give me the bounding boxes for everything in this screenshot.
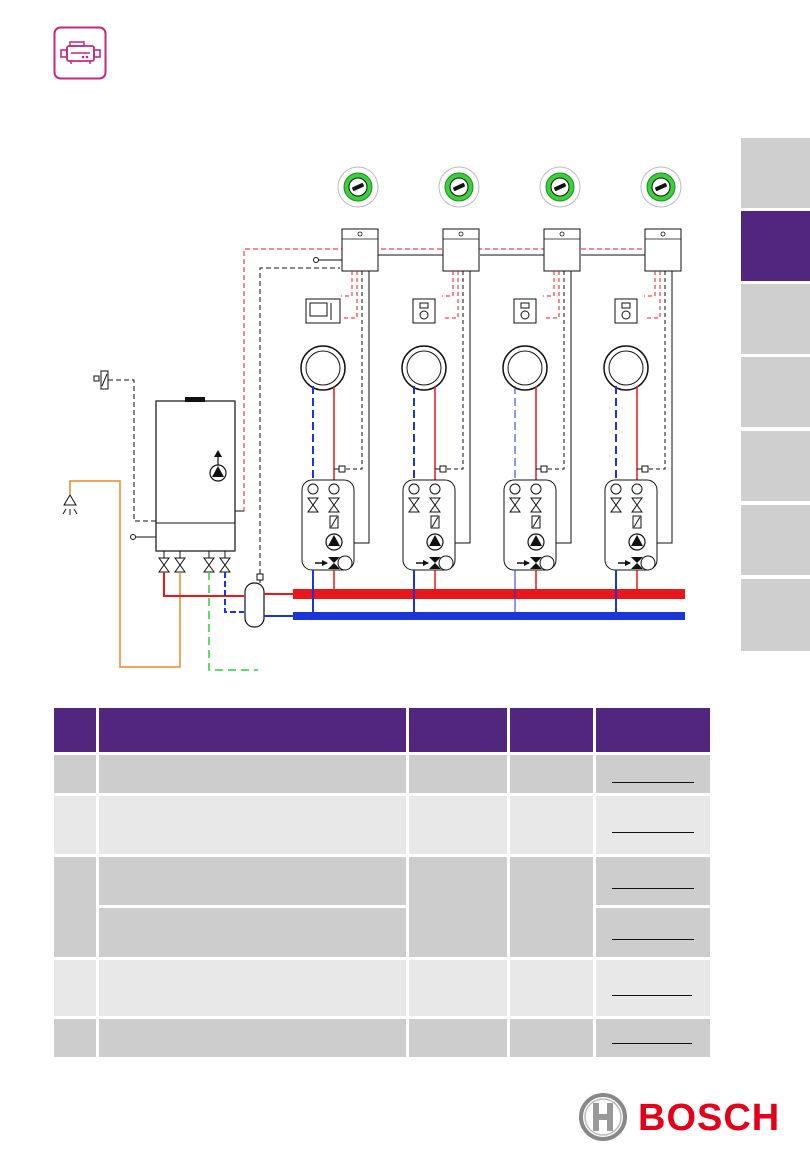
table-row-1-col-5 xyxy=(596,755,710,793)
table-row-1-col-3 xyxy=(409,755,507,793)
room-thermostat-icon xyxy=(640,166,682,208)
bosch-armature-icon xyxy=(578,1092,628,1142)
zone-control-module xyxy=(442,228,480,272)
table-header-col-1 xyxy=(54,708,96,752)
boiler-unit xyxy=(155,397,236,573)
table-row-4-col-4 xyxy=(510,960,593,1016)
side-tab-1[interactable] xyxy=(741,138,810,208)
table-header-col-5 xyxy=(596,708,710,752)
hydraulic-schematic xyxy=(62,166,685,671)
table-row-5-col-3 xyxy=(409,1019,507,1057)
table-row-3b-link[interactable] xyxy=(612,939,694,940)
table-row-4-col-1 xyxy=(54,960,96,1016)
table-header-col-4 xyxy=(510,708,593,752)
heating-zone-4 xyxy=(603,166,682,612)
zone-control-module xyxy=(644,228,682,272)
heating-zone-3 xyxy=(502,166,581,612)
table-row-5-col-2 xyxy=(99,1019,406,1057)
table-row-5-col-1 xyxy=(54,1019,96,1057)
table-header-col-3 xyxy=(409,708,507,752)
table-row-5-col-5 xyxy=(596,1019,710,1057)
table-row-4-col-5 xyxy=(596,960,710,1016)
room-thermostat-icon xyxy=(438,166,480,208)
shower-outlet xyxy=(62,480,181,668)
table-row-2-col-3 xyxy=(409,796,507,854)
room-thermostat-icon xyxy=(539,166,581,208)
bosch-wordmark: BOSCH xyxy=(638,1097,781,1139)
table-row-4-link[interactable] xyxy=(612,995,692,996)
table-row-1-col-4 xyxy=(510,755,593,793)
table-row-3-col-3 xyxy=(409,857,507,957)
side-tab-7[interactable] xyxy=(741,579,810,651)
side-tab-3[interactable] xyxy=(741,284,810,354)
table-row-1-link[interactable] xyxy=(612,782,694,783)
room-thermostat-icon xyxy=(337,166,379,208)
side-tab-5[interactable] xyxy=(741,431,810,501)
table-row-3a-col-2 xyxy=(99,857,406,905)
table-row-2-link[interactable] xyxy=(612,832,694,833)
zone-control-module xyxy=(341,228,379,272)
table-row-2-col-2 xyxy=(99,796,406,854)
table-row-4-col-3 xyxy=(409,960,507,1016)
table-row-4-col-2 xyxy=(99,960,406,1016)
table-row-1-col-1 xyxy=(54,755,96,793)
heating-zone-1 xyxy=(300,166,379,612)
table-row-3b-col-5 xyxy=(596,908,710,957)
side-tab-2-active[interactable] xyxy=(741,211,810,281)
table-row-2-col-5 xyxy=(596,796,710,854)
zone-control-module xyxy=(543,228,581,272)
table-row-2-col-1 xyxy=(54,796,96,854)
table-row-3a-link[interactable] xyxy=(612,888,694,889)
table-row-3-col-4 xyxy=(510,857,593,957)
boiler-icon xyxy=(53,26,107,80)
table-header-col-2 xyxy=(99,708,406,752)
heating-zone-2 xyxy=(401,166,480,612)
outdoor-sensor xyxy=(93,370,156,522)
hydraulic-separator xyxy=(244,267,340,628)
table-row-3a-col-5 xyxy=(596,857,710,905)
side-tab-6[interactable] xyxy=(741,505,810,575)
table-row-3-col-1 xyxy=(54,857,96,957)
table-row-3b-col-2 xyxy=(99,908,406,957)
side-tab-4[interactable] xyxy=(741,357,810,427)
table-row-5-link[interactable] xyxy=(612,1043,692,1044)
table-row-5-col-4 xyxy=(510,1019,593,1057)
table-row-2-col-4 xyxy=(510,796,593,854)
table-row-1-col-2 xyxy=(99,755,406,793)
